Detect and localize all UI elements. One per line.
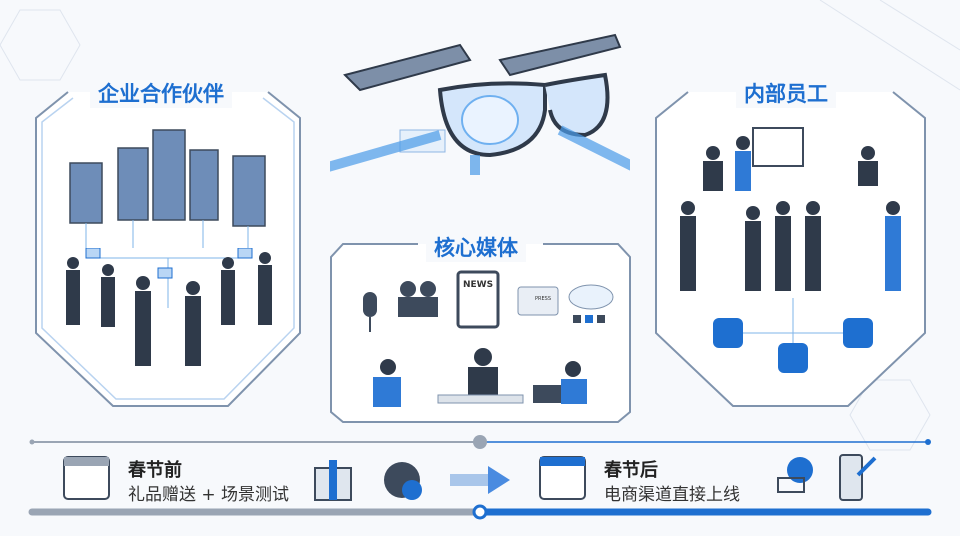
before-title: 春节前	[128, 460, 182, 481]
media-panel: 核心媒体 NEWS PRESS	[328, 232, 633, 424]
before-desc: 礼品赠送 + 场景测试	[128, 485, 290, 505]
arrow-right-icon	[450, 466, 510, 494]
smart-glasses	[330, 33, 630, 175]
office-team-illustration	[680, 127, 901, 373]
gift-icon	[314, 460, 352, 501]
group-chat-icon	[843, 318, 873, 348]
employees-panel: 内部员工	[648, 78, 933, 413]
timeline-bars	[28, 435, 932, 520]
press-badge-icon: PRESS	[517, 286, 559, 316]
reporters	[373, 348, 587, 407]
shopping-cart-globe-icon	[777, 457, 813, 493]
svg-text:NEWS: NEWS	[463, 280, 493, 290]
after-title: 春节后	[604, 460, 658, 481]
office-buildings-icon	[69, 129, 266, 308]
employees-title: 内部员工	[736, 78, 836, 108]
after-desc: 电商渠道直接上线	[604, 485, 740, 505]
app-icon	[778, 343, 808, 373]
calendar-icon	[63, 456, 110, 500]
cloud-social-icon	[568, 284, 614, 323]
media-title: 核心媒体	[426, 232, 526, 262]
business-people-handshake	[66, 248, 272, 366]
svg-text:PRESS: PRESS	[535, 296, 551, 302]
gear-check-icon	[384, 462, 422, 500]
partners-title: 企业合作伙伴	[90, 78, 232, 108]
wechat-icon	[713, 318, 743, 348]
media-icons: NEWS PRESS	[363, 270, 614, 407]
partners-panel: 企业合作伙伴	[28, 78, 308, 413]
timeline: 春节前 礼品赠送 + 场景测试 春节后 电商渠道直接上线	[0, 430, 960, 536]
news-tablet-icon: NEWS	[456, 270, 500, 329]
video-camera-icon	[398, 281, 438, 317]
phone-rocket-icon	[839, 454, 877, 501]
calendar-icon	[539, 456, 586, 500]
microphone-icon	[363, 292, 377, 332]
